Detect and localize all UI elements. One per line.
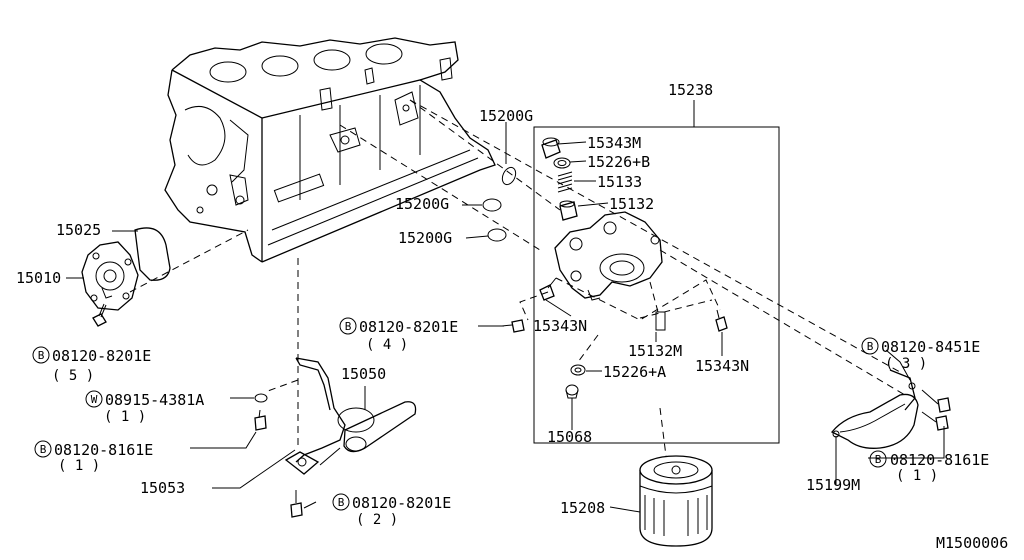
bolt-icon (501, 319, 525, 333)
symbol-letter: B (338, 496, 345, 509)
quantity-label: ( 1 ) (104, 409, 146, 425)
bolt-label: 08120-8161E (890, 451, 989, 469)
part-label-15200g: 15200G (398, 229, 452, 247)
bolt-label: 08120-8201E (52, 347, 151, 365)
circled-b-symbol: B (861, 337, 879, 355)
circled-w-symbol: W (85, 390, 103, 408)
part-label-15208: 15208 (560, 499, 605, 517)
part-label-15226b: 15226+B (587, 153, 650, 171)
engine-block-drawing (164, 37, 496, 263)
bolt-icon (290, 490, 303, 518)
quantity-label: ( 1 ) (58, 458, 100, 474)
bolt-label: 08120-8201E (359, 318, 458, 336)
part-label-15343n: 15343N (533, 317, 587, 335)
bolt-icon (921, 411, 949, 431)
oil-pump-drawing (81, 227, 171, 311)
oil-filter-bracket-drawing (539, 137, 728, 399)
symbol-letter: W (91, 393, 98, 406)
quantity-label: ( 2 ) (356, 512, 398, 528)
symbol-letter: B (875, 453, 882, 466)
part-label-15343m: 15343M (587, 134, 641, 152)
oil-filter-drawing (639, 455, 713, 547)
bolt-label: 08120-8201E (352, 494, 451, 512)
part-label-15025: 15025 (56, 221, 101, 239)
circled-b-symbol: B (339, 317, 357, 335)
quantity-label: ( 1 ) (896, 468, 938, 484)
symbol-letter: B (38, 349, 45, 362)
quantity-label: ( 5 ) (52, 368, 94, 384)
part-label-15226a: 15226+A (603, 363, 666, 381)
part-label-15068: 15068 (547, 428, 592, 446)
bolt-icon (921, 389, 951, 413)
bolt-icon (254, 409, 267, 431)
bolt-label: 08120-8161E (54, 441, 153, 459)
symbol-letter: B (40, 443, 47, 456)
circled-b-symbol: B (869, 450, 887, 468)
part-label-15050: 15050 (341, 365, 386, 383)
part-label-15133: 15133 (597, 173, 642, 191)
baffle-plate-drawing (830, 369, 919, 449)
part-label-15132m: 15132M (628, 342, 682, 360)
symbol-letter: B (345, 320, 352, 333)
quantity-label: ( 3 ) (885, 356, 927, 372)
part-label-15238: 15238 (668, 81, 713, 99)
part-label-15010: 15010 (16, 269, 61, 287)
leader-lines (66, 100, 945, 513)
bolt-label: 08120-8451E (881, 338, 980, 356)
circled-b-symbol: B (32, 346, 50, 364)
circled-b-symbol: B (34, 440, 52, 458)
part-label-15199m: 15199M (806, 476, 860, 494)
part-label-15200g: 15200G (479, 107, 533, 125)
diagram-reference-code: M1500006 (936, 534, 1008, 552)
circled-b-symbol: B (332, 493, 350, 511)
alignment-lines (129, 99, 906, 457)
washer-label: 08915-4381A (105, 391, 204, 409)
gasket-icon (482, 166, 517, 242)
part-label-15053: 15053 (140, 479, 185, 497)
quantity-label: ( 4 ) (366, 337, 408, 353)
part-label-15132: 15132 (609, 195, 654, 213)
oil-strainer-drawing (284, 357, 417, 475)
washer-icon (254, 393, 268, 403)
bolt-icon (92, 303, 107, 327)
oil-filter-bracket-box (533, 126, 780, 444)
part-label-15200g: 15200G (395, 195, 449, 213)
part-label-15343n: 15343N (695, 357, 749, 375)
symbol-letter: B (867, 340, 874, 353)
